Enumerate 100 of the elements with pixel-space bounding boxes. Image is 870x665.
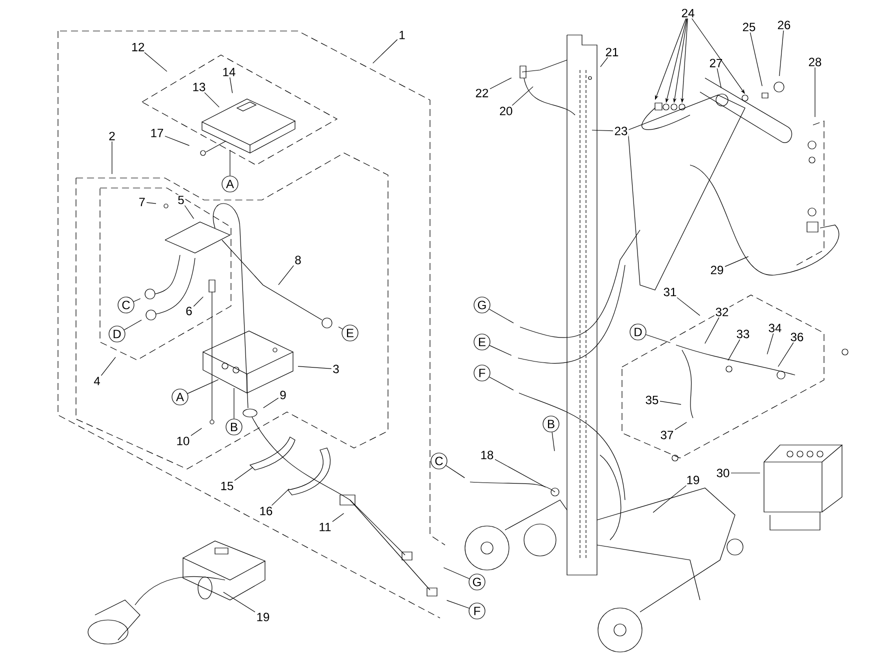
leader-line <box>750 32 762 86</box>
circled-letter: E <box>342 324 358 342</box>
leader-line <box>100 356 116 376</box>
leader-arrow <box>692 18 745 94</box>
leader-line <box>730 472 760 474</box>
circled-letter: G <box>474 296 490 314</box>
leader-line <box>184 205 194 219</box>
leader-line <box>512 86 534 106</box>
leader-line <box>646 334 671 344</box>
callout-number: 27 <box>708 58 724 68</box>
callout-number: 14 <box>221 66 237 78</box>
circled-letter: E <box>474 334 490 350</box>
circled-letter: F <box>474 364 490 382</box>
callout-number: 22 <box>474 88 490 98</box>
leader-line <box>230 77 233 94</box>
callout-number: 16 <box>258 506 274 516</box>
callout-number: 3 <box>332 364 340 374</box>
callout-number: 29 <box>709 264 725 276</box>
leader-line <box>494 459 546 488</box>
callout-number: 11 <box>318 522 332 532</box>
callout-number: 19 <box>255 612 271 622</box>
leader-line <box>133 298 141 302</box>
callout-number: 2 <box>108 130 116 142</box>
circled-letter: D <box>630 324 646 340</box>
leader-line <box>490 78 512 90</box>
callout-number: 24 <box>680 8 696 18</box>
leader-line <box>263 398 279 408</box>
leader-line <box>766 333 774 354</box>
callout-number: 32 <box>714 306 730 318</box>
callout-number: 20 <box>498 106 514 116</box>
leader-line <box>144 52 168 72</box>
callout-number: 30 <box>715 468 731 478</box>
callout-number: 25 <box>741 22 757 32</box>
circled-letter: B <box>542 416 560 432</box>
circled-letter: F <box>468 602 486 620</box>
callout-number: 33 <box>735 328 751 340</box>
leader-line <box>716 68 722 88</box>
leader-line <box>372 39 398 64</box>
leader-line <box>193 296 204 307</box>
leader-line <box>204 92 220 108</box>
leader-line <box>552 432 555 452</box>
callout-number: 35 <box>644 394 660 406</box>
leader-line <box>600 57 608 68</box>
callout-number: 8 <box>294 254 302 266</box>
callout-number: 37 <box>659 430 675 440</box>
callout-number: 4 <box>92 376 102 386</box>
leader-line <box>146 202 156 204</box>
leader-line <box>124 320 142 330</box>
callout-number: 26 <box>776 20 792 30</box>
leader-line <box>187 379 219 394</box>
callout-number: 28 <box>807 56 823 68</box>
callout-number: 12 <box>130 42 146 52</box>
callout-number: 13 <box>191 82 207 92</box>
callout-number: 15 <box>219 480 235 492</box>
callout-number: 23 <box>613 126 629 136</box>
leader-line <box>728 339 740 361</box>
callout-number: 17 <box>149 128 165 138</box>
leader-line <box>446 600 470 609</box>
leader-line <box>814 67 816 118</box>
callout-number: 9 <box>278 390 288 400</box>
leader-line <box>489 345 512 356</box>
callout-number: 18 <box>479 450 495 460</box>
leader-line <box>338 326 343 330</box>
callout-number: 6 <box>184 306 194 316</box>
leader-line <box>660 400 682 405</box>
leader-line <box>676 297 700 316</box>
leader-line <box>489 376 514 390</box>
leader-line <box>652 485 686 513</box>
callout-number: 31 <box>662 286 678 298</box>
circled-letter: G <box>468 574 486 590</box>
leader-line <box>164 136 190 146</box>
circled-letter: C <box>430 452 448 470</box>
callout-number: 19 <box>685 474 701 486</box>
callout-number: 1 <box>398 30 406 40</box>
leader-line <box>298 366 332 369</box>
leader-line <box>778 342 794 367</box>
leader-line <box>488 308 514 324</box>
circled-letter: A <box>222 176 238 192</box>
circled-letter: B <box>226 418 242 436</box>
leader-line <box>271 488 290 506</box>
callout-number: 10 <box>175 436 191 446</box>
circled-letter: A <box>172 388 188 406</box>
callout-number: 21 <box>604 46 620 58</box>
leader-line <box>223 592 256 612</box>
leader-line <box>592 130 614 132</box>
callout-number: 36 <box>789 332 805 342</box>
callout-number: 5 <box>176 194 186 206</box>
leader-line <box>332 513 344 522</box>
leader-line <box>278 265 294 286</box>
circled-letter: D <box>108 326 126 342</box>
leader-line <box>674 422 687 430</box>
circled-letter: C <box>118 296 134 314</box>
callout-number: 34 <box>767 322 783 334</box>
leader-line <box>234 467 254 481</box>
callout-number: 7 <box>138 196 146 208</box>
leader-line <box>443 567 470 580</box>
leader-line <box>446 465 465 478</box>
leader-line <box>704 317 720 344</box>
leader-line <box>190 428 202 436</box>
leader-line <box>779 30 784 76</box>
